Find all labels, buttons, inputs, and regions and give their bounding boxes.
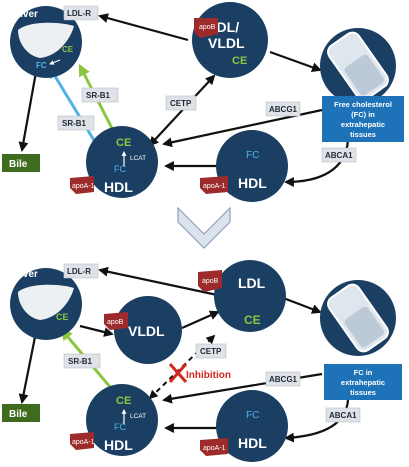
ldl-to-tissue-arrow	[269, 50, 322, 72]
b-ldlr-tag	[63, 263, 99, 279]
b-lcat-label: LCAT	[130, 413, 146, 420]
tissue-text-1: Free cholesterol	[334, 100, 392, 109]
apoa1-tag-b	[200, 176, 228, 194]
tissue-text-2: (FC) in	[351, 110, 375, 119]
b-abca1-arrow	[284, 399, 350, 443]
b-apoa1-tag-a	[70, 432, 94, 450]
inhibition-x-icon	[168, 363, 188, 383]
cetp-label: CETP	[170, 99, 192, 108]
hdl1-fc-label: FC	[114, 164, 126, 174]
b-tissue-text-3: tissues	[350, 388, 376, 397]
ldl-ce-label: CE	[232, 55, 247, 67]
b-ldl-to-ldlr-arrow	[98, 266, 223, 298]
tissue-text-3: extrahepatic	[341, 120, 385, 129]
hdl1-ce-label: CE	[116, 137, 131, 149]
abca1-tag	[321, 147, 357, 163]
b-apob-tag-a	[198, 270, 222, 292]
apob-tag	[194, 18, 218, 38]
b-apob-label-b: apoB	[107, 319, 124, 326]
b-fc-tissue-box	[324, 364, 402, 400]
ldl-to-ldlr-arrow	[98, 13, 189, 42]
ldlr-label: LDL-R	[67, 9, 91, 18]
b-tissue-text-2: extrahepatic	[341, 378, 385, 387]
srb1-label-b: SR-B1	[62, 119, 87, 128]
abcg1-tag	[265, 101, 301, 117]
apoa1-tag-a	[70, 176, 94, 194]
top-panel: Liver CE FC LDL-R LDL/ VLDL CE apoB Free…	[2, 2, 404, 202]
hdl2-label: HDL	[238, 175, 267, 191]
srb1-tag-b	[57, 115, 95, 131]
bile-box	[2, 154, 40, 172]
liver-to-bile-arrow	[18, 71, 38, 152]
b-srb1-label: SR-B1	[68, 357, 93, 366]
b-abca1-label: ABCA1	[329, 411, 357, 420]
b-tissue-text-1: FC in	[354, 368, 373, 377]
tissue-tube-icon	[327, 31, 389, 101]
apob-label: apoB	[199, 24, 216, 31]
bile-label: Bile	[9, 159, 28, 170]
b-ldl-ce-label: CE	[244, 313, 261, 327]
b-hdl1-label: HDL	[104, 437, 133, 453]
b-hdl1-ce-label: CE	[116, 395, 131, 407]
b-bile-box	[2, 404, 40, 422]
liver-icon	[18, 22, 74, 58]
b-ldlr-label: LDL-R	[67, 267, 91, 276]
hdl-nascent-node	[216, 130, 288, 202]
b-liver-to-vldl-arrow	[79, 324, 114, 337]
b-vldl-label: VLDL	[128, 323, 165, 339]
b-liver-ce-label: CE	[56, 312, 69, 322]
b-cetp-label: CETP	[200, 347, 222, 356]
b-srb1-tag	[63, 353, 101, 369]
hdl2-fc-label: FC	[246, 150, 259, 161]
b-vldl-node	[114, 296, 182, 364]
b-apoa1-label-a: apoA-1	[72, 439, 95, 446]
b-hdl2-fc-label: FC	[246, 410, 259, 421]
liver-label: Liver	[14, 9, 38, 20]
b-apoa1-tag-b	[200, 438, 228, 456]
hdl1-label: HDL	[104, 179, 133, 195]
inhibition-label: Inhibition	[186, 370, 231, 381]
fc-tissue-box	[322, 96, 404, 142]
b-liver-to-bile-arrow	[18, 331, 38, 404]
b-apob-tag-b	[104, 312, 128, 330]
bottom-panel: Liver CE LDL-R LDL CE apoB VLDL apoB FC …	[2, 260, 402, 462]
cetp-exchange-arrow	[148, 74, 216, 147]
b-abcg1-label: ABCG1	[269, 375, 298, 384]
apoa1-label-a: apoA-1	[72, 183, 95, 190]
b-apob-label-a: apoB	[202, 278, 219, 285]
cetp-tag	[165, 95, 197, 111]
b-liver-label: Liver	[14, 269, 38, 280]
hdl-mature-node	[86, 126, 158, 198]
b-cetp-tag	[195, 343, 227, 359]
liver-ce-label: CE	[62, 45, 74, 54]
b-bile-label: Bile	[9, 409, 28, 420]
b-hdl-mature-node	[86, 384, 158, 456]
b-tissue-tube-icon	[327, 283, 389, 353]
liver-conversion-arrow	[49, 59, 61, 65]
liver-fc-label: FC	[36, 61, 47, 70]
b-liver-icon	[18, 284, 74, 320]
apoa1-label-b: apoA-1	[203, 183, 226, 190]
b-abcg1-tag	[265, 371, 301, 387]
b-abca1-tag	[325, 407, 361, 423]
b-ldl-label: LDL	[238, 275, 266, 291]
b-hdl2-label: HDL	[238, 435, 267, 451]
ldlr-tag	[63, 5, 99, 21]
abcg1-label: ABCG1	[269, 105, 298, 114]
ldl-vldl-label-2: VLDL	[208, 35, 245, 51]
tissue-text-4: tissues	[350, 130, 376, 139]
transition-chevron-icon	[177, 206, 231, 249]
srb1-tag-a	[81, 87, 119, 103]
abca1-label: ABCA1	[325, 151, 353, 160]
b-hdl1-fc-label: FC	[114, 422, 126, 432]
srb1-label-a: SR-B1	[86, 91, 111, 100]
b-hdl-nascent-node	[216, 390, 288, 462]
b-apoa1-label-b: apoA-1	[203, 445, 226, 452]
b-ldl-node	[214, 260, 286, 332]
lcat-label: LCAT	[130, 155, 146, 162]
b-vldl-to-ldl-arrow	[181, 310, 220, 330]
